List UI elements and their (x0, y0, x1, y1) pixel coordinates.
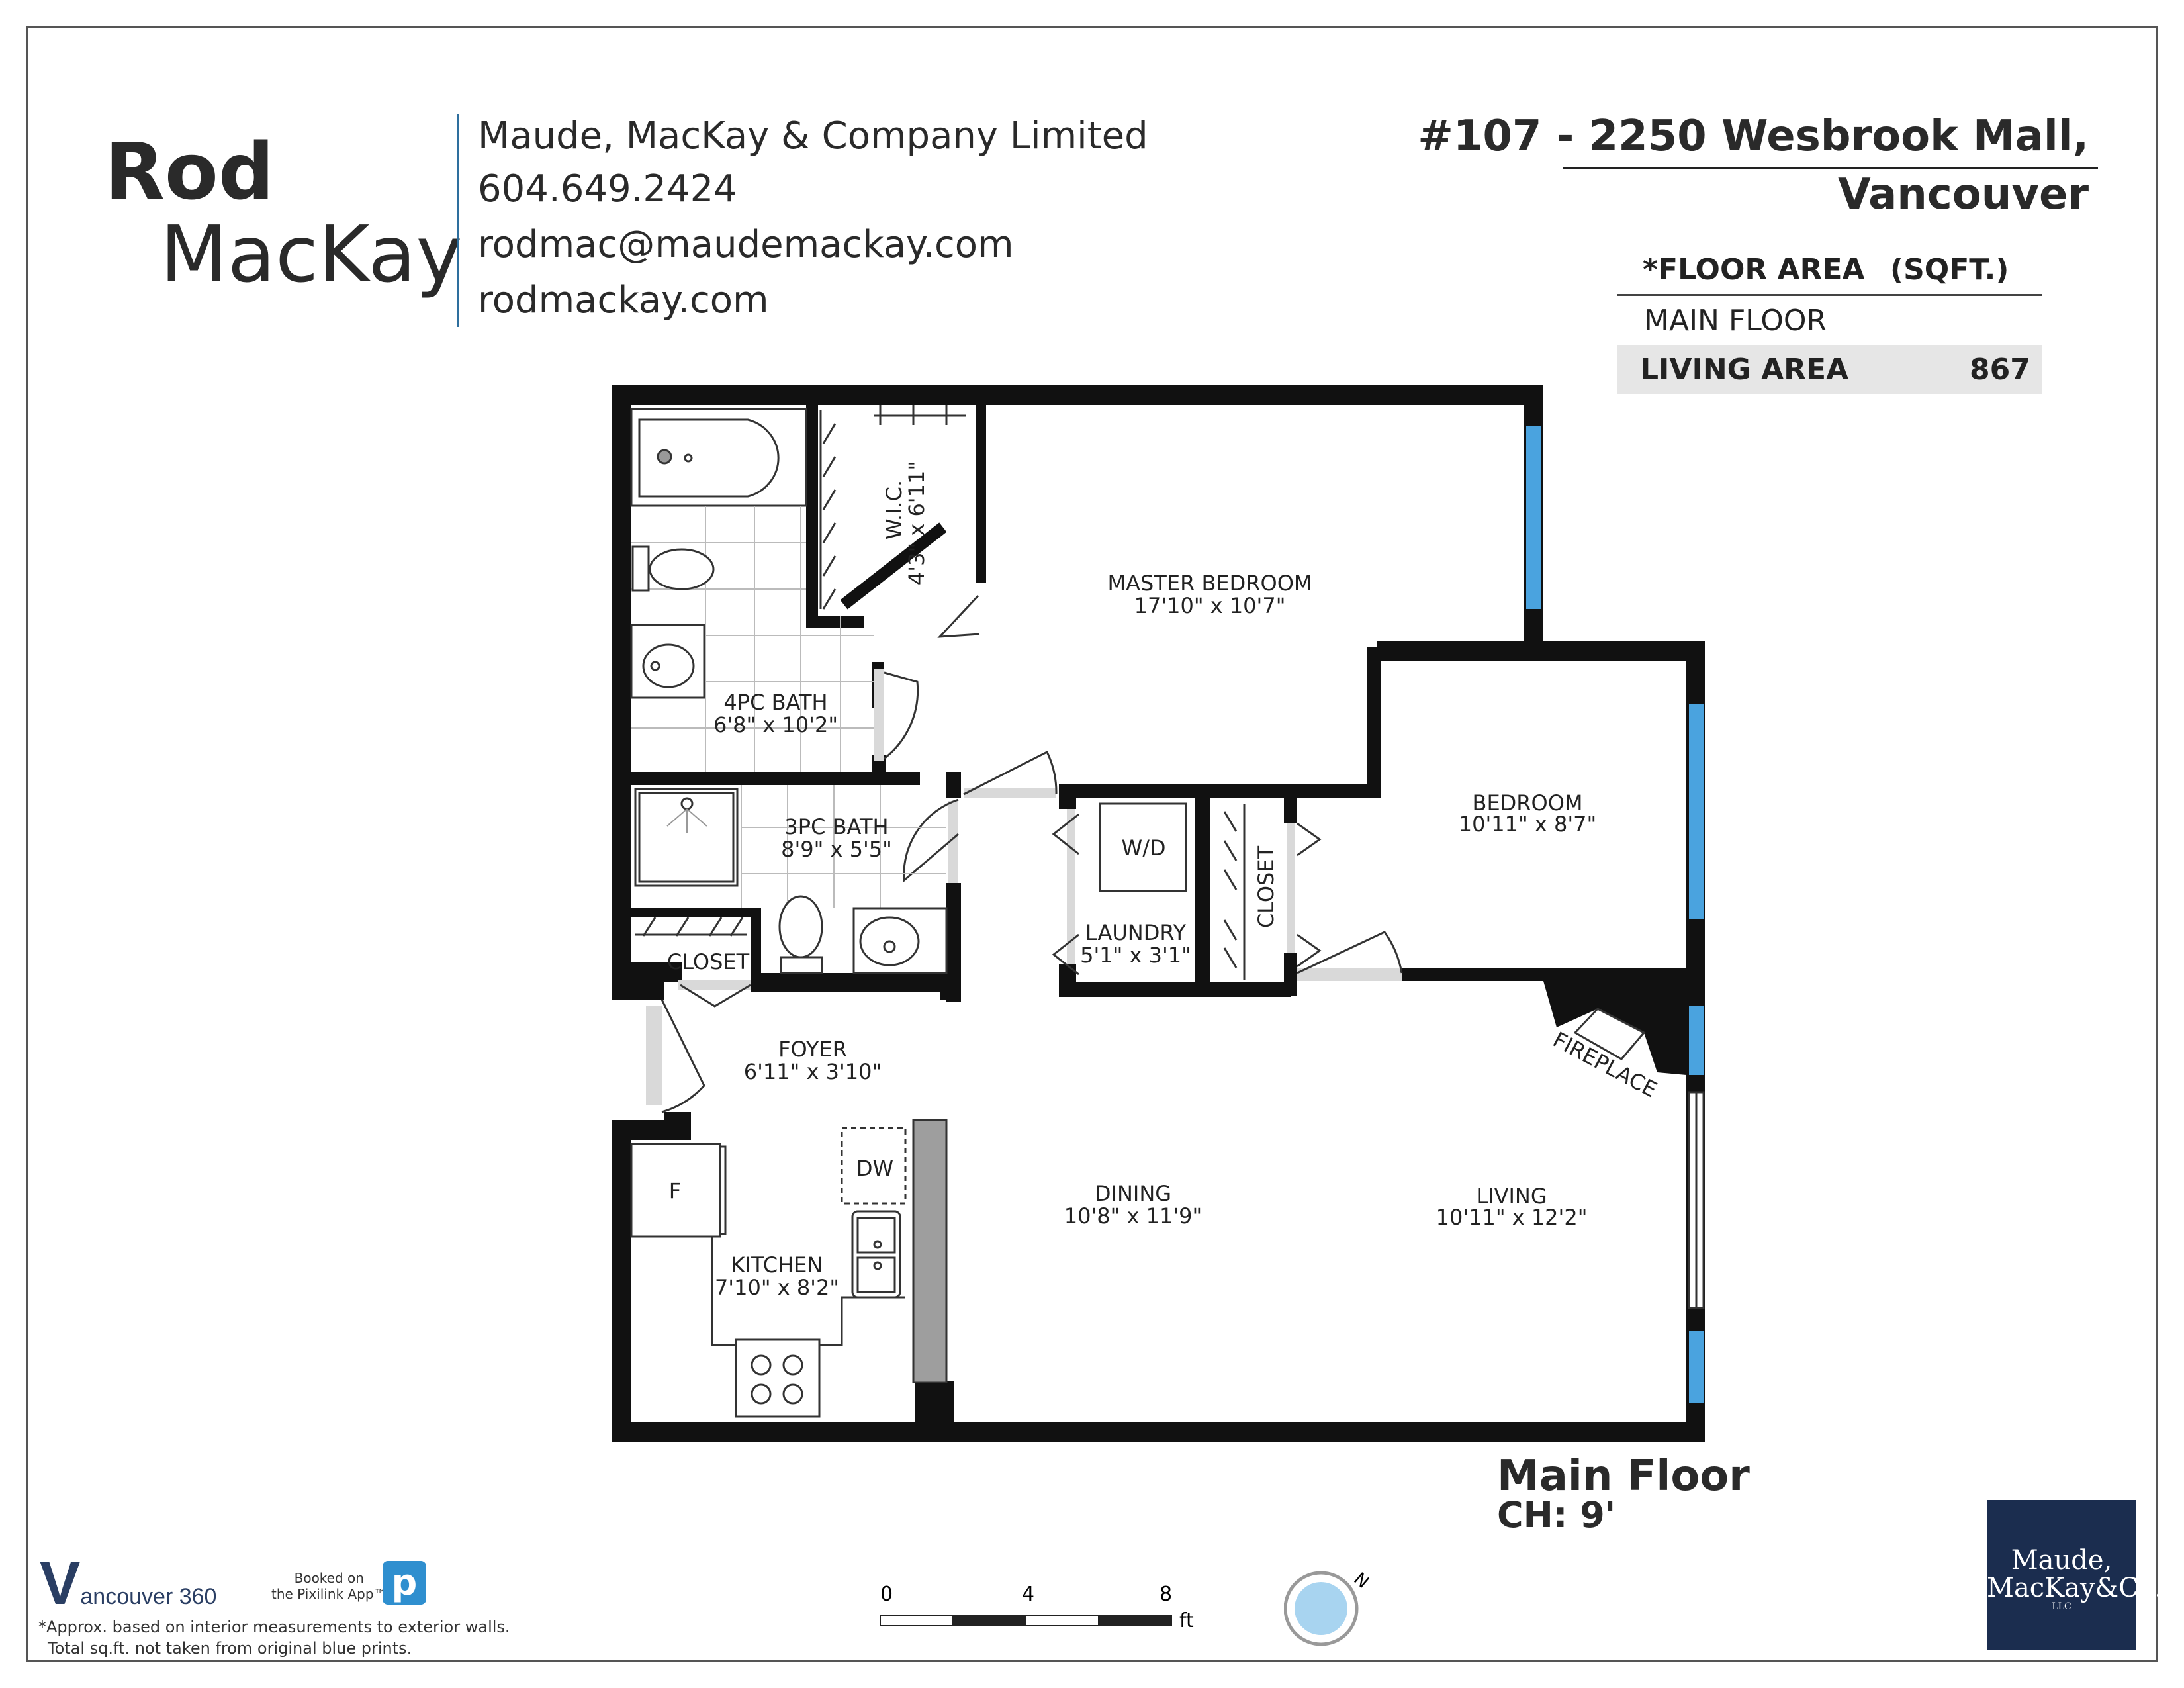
logo-suffix: LLC (2052, 1601, 2071, 1612)
page-frame (26, 26, 2158, 1662)
bedroom-dims: 10'11" x 8'7" (1459, 812, 1596, 837)
wd-label: W/D (1121, 835, 1165, 861)
booked-line-2: the Pixilink App™ (271, 1586, 387, 1602)
area-living-label: LIVING AREA (1640, 353, 1849, 387)
area-col1-header: *FLOOR AREA (1643, 253, 1865, 287)
vancouver360-v: V (40, 1550, 81, 1617)
logo-line-2: MacKay&Co. (1987, 1573, 2163, 1603)
laundry-label: LAUNDRY (1085, 920, 1187, 945)
bath4-label: 4PC BATH (723, 690, 827, 715)
scale-label-4: 4 (1022, 1585, 1034, 1606)
wic-shelves (819, 405, 966, 610)
footnote-line-2: Total sq.ft. not taken from original blu… (48, 1639, 412, 1658)
room-labels: MASTER BEDROOM 17'10" x 10'7" W.I.C. 4'3… (667, 461, 1661, 1300)
living-dims: 10'11" x 12'2" (1436, 1205, 1588, 1230)
floor-title: Main Floor (1497, 1452, 1750, 1501)
maude-mackay-logo: Maude, MacKay&Co. LLC (1987, 1500, 2163, 1650)
closet-small-label: CLOSET (667, 949, 750, 974)
address-line-1: #107 - 2250 Wesbrook Mall, (1418, 112, 2089, 161)
agent-last-name: MacKay (160, 209, 463, 300)
kitchen-dims: 7'10" x 8'2" (715, 1275, 839, 1300)
door-swings (660, 594, 1403, 1113)
agent-phone[interactable]: 604.649.2424 (478, 167, 737, 211)
kitchen-fixtures (630, 1127, 907, 1418)
kitchen-divider (912, 1119, 948, 1383)
master-bedroom-dims: 17'10" x 10'7" (1134, 593, 1286, 618)
header-divider (457, 114, 459, 327)
footnote-line-1: *Approx. based on interior measurements … (38, 1618, 510, 1636)
agent-website[interactable]: rodmackay.com (478, 279, 769, 322)
dishwasher-label: DW (856, 1156, 893, 1181)
compass-icon: N (1284, 1569, 1370, 1646)
bath3-label: 3PC BATH (784, 814, 888, 839)
dining-dims: 10'8" x 11'9" (1064, 1203, 1202, 1229)
scale-unit: ft (1179, 1609, 1194, 1632)
dining-label: DINING (1095, 1181, 1171, 1206)
vancouver360-text: ancouver 360 (80, 1584, 217, 1609)
ceiling-height: CH: 9' (1497, 1494, 1616, 1536)
area-living-value: 867 (1970, 353, 2030, 387)
fridge-label: F (669, 1178, 681, 1203)
booked-on-text: Booked on the Pixilink App™ (271, 1570, 387, 1602)
area-row-living: LIVING AREA 867 (1617, 345, 2042, 394)
bathtub (630, 408, 807, 507)
master-bedroom-label: MASTER BEDROOM (1107, 571, 1312, 596)
floor-area-table: *FLOOR AREA (SQFT.) MAIN FLOOR LIVING AR… (1617, 245, 2042, 394)
vancouver360-logo: Vancouver 360 (40, 1549, 216, 1618)
fireplace-icon (1543, 981, 1686, 1075)
toilet-icon (778, 895, 823, 974)
bedroom-label: BEDROOM (1472, 790, 1582, 816)
address-line-2: Vancouver (1838, 170, 2089, 219)
wic-label: W.I.C. (882, 480, 907, 539)
foyer-dims: 6'11" x 3'10" (744, 1059, 882, 1084)
scale-label-8: 8 (1160, 1585, 1172, 1606)
laundry-dims: 5'1" x 3'1" (1080, 943, 1191, 968)
area-col2-header: (SQFT.) (1890, 253, 2009, 287)
area-row-main: MAIN FLOOR (1617, 296, 2042, 345)
washer-dryer (1052, 802, 1187, 976)
interior-walls (629, 397, 1705, 1442)
door-gaps (646, 669, 1402, 1105)
toilet-icon (631, 545, 715, 592)
address-rule (1563, 167, 2098, 169)
kitchen-label: KITCHEN (731, 1252, 823, 1278)
company-name: Maude, MacKay & Company Limited (478, 115, 1148, 158)
wic-dims: 4'3" x 6'11" (904, 461, 929, 585)
living-label: LIVING (1476, 1184, 1547, 1209)
sink-icon (852, 907, 948, 974)
shower-icon (634, 788, 739, 887)
agent-email[interactable]: rodmac@maudemackay.com (478, 223, 1014, 266)
logo-line-1: Maude, (2011, 1545, 2113, 1575)
area-main-floor-label: MAIN FLOOR (1644, 304, 1827, 338)
area-table-header: *FLOOR AREA (SQFT.) (1617, 245, 2042, 296)
sliding-door (1688, 1091, 1705, 1309)
bedroom-closet-shelves (1223, 804, 1322, 980)
bath4-dims: 6'8" x 10'2" (713, 712, 838, 737)
closet-shelves (635, 917, 747, 937)
pixilink-icon: p (383, 1561, 426, 1605)
agent-first-name: Rod (105, 126, 275, 217)
windows (1526, 426, 1704, 1403)
bath3-dims: 8'9" x 5'5" (781, 837, 892, 862)
bedroom-closet-label: CLOSET (1253, 845, 1279, 928)
scale-label-0: 0 (880, 1585, 893, 1606)
sink-icon (630, 624, 705, 699)
foyer-label: FOYER (778, 1037, 847, 1062)
booked-line-1: Booked on (294, 1570, 364, 1586)
scale-bar: 0 4 8 ft (880, 1585, 1194, 1632)
